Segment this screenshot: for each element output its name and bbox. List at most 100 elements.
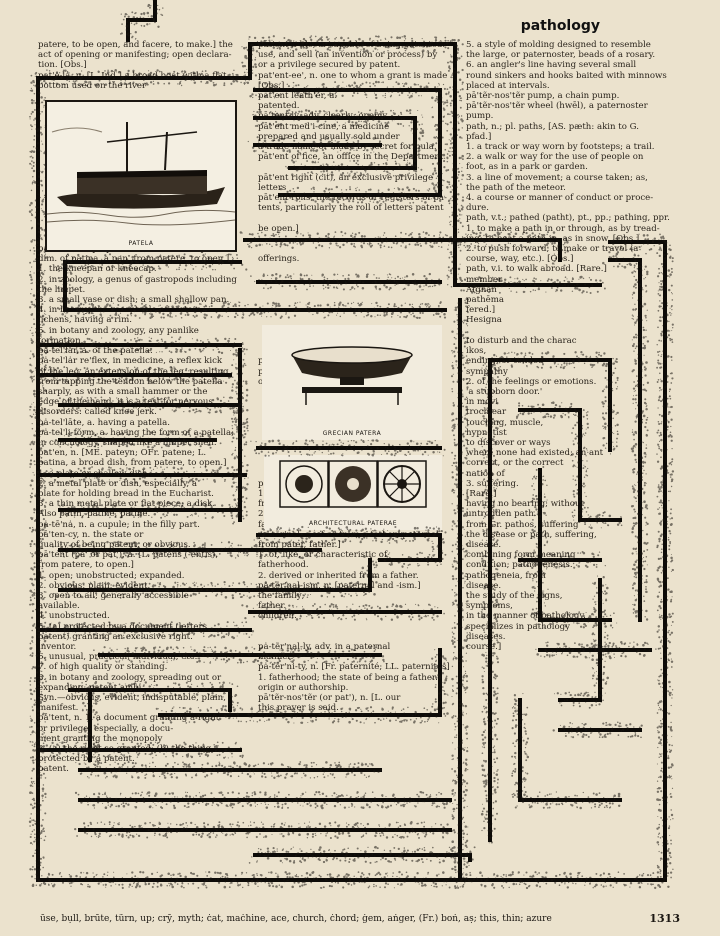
entry-line: pā'tẽr-nos'tẽr wheel (hwēl), a paternost… <box>466 101 648 112</box>
entry-line: pat'en, n. [ME. pateyn; OFr. patene; L. <box>38 448 207 459</box>
entry-line: in movi <box>466 397 498 408</box>
entry-line: pȧ-tẽr'nal-ly, adv. in a paternal <box>258 641 391 652</box>
entry-line: disorders: called knee jerk. <box>38 407 157 418</box>
entry-line: available. <box>38 601 80 612</box>
patela-caption: PATELA <box>128 240 154 247</box>
entry-line: pump. <box>466 111 494 122</box>
entry-line: path, v.t.; pathed (patht), pt., pp.; pa… <box>466 213 670 224</box>
entry-line: origin or authorship. <box>258 682 349 693</box>
entry-line: path, v.i. to walk abroad. [Rare.] <box>466 264 607 275</box>
entry-line: disease. <box>466 539 502 550</box>
entry-line: pȧ-tel'li-fŏrm, a. having the form of a … <box>38 427 235 438</box>
entry-line: [Rare.] <box>466 488 497 499</box>
entry-line: 6. unusual, practical, individual, etc. <box>38 652 198 663</box>
entry-line: diseases. <box>466 631 506 642</box>
entry-line: the study of the signs, <box>466 590 563 601</box>
maze-outer-wall <box>36 76 667 882</box>
entry-line: patere, to be open, and facere, to make.… <box>38 40 233 50</box>
entry-line: nation of <box>466 468 505 479</box>
entry-line: 2. obvious; plain; evident. <box>38 580 151 591</box>
entry-line: in conchology, shaped like a limpet shel… <box>38 437 217 448</box>
entry-line: Also patin, patine, patine. <box>38 509 151 520</box>
entry-line: 2. to push forward; to make or travel (a <box>466 244 639 255</box>
entry-line: 1. a track or way worn by footsteps; a t… <box>466 142 655 153</box>
entry-line: sharply, as with a small hammer or the <box>38 386 208 397</box>
entry-line: course.] <box>466 641 502 652</box>
entry-line: pā'ten-cy, n. the state or <box>38 529 144 540</box>
entry-line: 5. in botany and zoology, any panlike <box>38 325 199 336</box>
entry-line: the limpet. <box>38 284 86 295</box>
entry-line: 'a stubborn door.' <box>466 386 543 397</box>
entry-line: 3. a line of movement; a course taken; a… <box>466 172 648 183</box>
entry-line: be open.] <box>258 223 299 234</box>
entry-line: children. <box>258 611 297 622</box>
entry-line: pāt'ent med'i-cine, a medicine <box>258 121 390 132</box>
entry-line: use, and sell (an invention or process) … <box>258 50 438 61</box>
grecian-patera-illustration: GRECIAN PATERA <box>262 325 442 440</box>
entry-line: path, n.; pl. paths, [AS. pæth: akin to … <box>466 121 639 132</box>
entry-line: the path of the meteor. <box>466 182 566 193</box>
guide-word: pathology <box>520 18 600 34</box>
entry-line: pȧ-tē'nȧ, n. a cupule; in the filly part… <box>38 519 200 530</box>
architectural-paterae-illustration: ARCHITECTURAL PATERAE <box>264 455 442 530</box>
entry-line: pāt'ent of'fice, an office in the Depart… <box>258 152 444 163</box>
entry-line: from pater, father.] <box>258 539 341 550</box>
entry-line: or a privilege secured by patent. <box>258 60 401 71</box>
entry-line: patina, a broad dish, from patere, to op… <box>38 458 227 469</box>
entry-line: pȧ-tel'lāte, a. having a patella. <box>38 417 171 428</box>
entry-line: correct, or the correct <box>466 458 564 469</box>
entry-line: pā'tẽr-nos'tẽr pump, a chain pump. <box>466 91 620 102</box>
entry-line: round sinkers and hooks baited with minn… <box>466 70 667 81</box>
entry-line: patent. <box>38 764 69 775</box>
entry-line: fatherhood. <box>258 560 309 571</box>
grecian-patera-caption: GRECIAN PATERA <box>322 430 382 437</box>
entry-line: member <box>466 274 503 285</box>
entry-line: pathogeneia, from <box>466 570 546 581</box>
entry-line: tents, particularly the roll of letters … <box>258 203 444 214</box>
maze-stipple-shading <box>28 0 675 890</box>
entry-line: foot, as in a park or garden. <box>466 162 588 173</box>
maze-entrance <box>126 0 157 42</box>
entry-line: expanding; patent ambi. <box>38 682 145 693</box>
entry-line: ment granting the monopoly <box>38 733 163 744</box>
entry-line: 2. a metal plate or dish, especially, a <box>38 478 197 489</box>
entry-line: manifest. <box>38 703 79 714</box>
entry-line: offerings. <box>258 254 300 265</box>
entry-line: pȧ-tel'lȧr re'flex, in medicine, a refle… <box>38 356 223 367</box>
page-number: 1313 <box>649 912 680 925</box>
entry-line: or privilege; especially, a docu- <box>38 723 174 734</box>
entry-line: tion. [Obs.] <box>38 60 87 71</box>
entry-line: formation. <box>38 335 84 346</box>
entry-line: of the leg, an extension of the leg, res… <box>38 366 229 377</box>
entry-line: pȧ-tel'lȧr, a. of the patella. <box>38 346 153 357</box>
entry-line: 6. an angler's line having several small <box>466 60 637 71</box>
entry-line: plate for holding bread in the Eucharist… <box>38 488 214 499</box>
entry-line: 7. of high quality or standing. <box>38 662 168 673</box>
entry-line: ikos, <box>466 346 487 357</box>
entry-line: inventor. <box>38 641 77 652</box>
entry-line: letters <box>258 182 287 193</box>
entry-line: manner. <box>258 652 294 663</box>
entry-line: pȧ-tẽr'ni-ty, n. [Fr. paternité; LL. pat… <box>258 662 450 673</box>
entry-line: to disturb and the charac <box>466 335 577 346</box>
entry-line: disease. <box>466 580 502 591</box>
entry-line: placed at intervals. <box>466 80 550 91</box>
maze-walls <box>36 0 667 882</box>
entry-line: pat'ent-ee', n. one to whom a grant is m… <box>258 70 448 81</box>
entry-line: fered.] <box>466 305 496 316</box>
entry-line: 3. a small vase or dish; a small shallow… <box>38 295 230 306</box>
boat-drawing <box>46 122 236 226</box>
patera-drawing <box>291 346 413 405</box>
entry-line: 1. fatherhood; the state of being a fath… <box>258 672 438 683</box>
entry-line: having no bearing; without <box>466 499 584 510</box>
entry-line: father. <box>258 601 287 612</box>
entry-line: 2. a walk or way for the use of people o… <box>466 152 644 163</box>
entry-line: pfad.] <box>466 131 492 142</box>
entry-line: 8. in botany and zoology, spreading out … <box>38 672 222 683</box>
entry-line: prepared and usually sold under <box>258 131 400 142</box>
entry-line: dure. <box>466 203 489 214</box>
entry-line: hypnotist <box>466 427 507 438</box>
entry-line: pathēma <box>466 295 504 306</box>
